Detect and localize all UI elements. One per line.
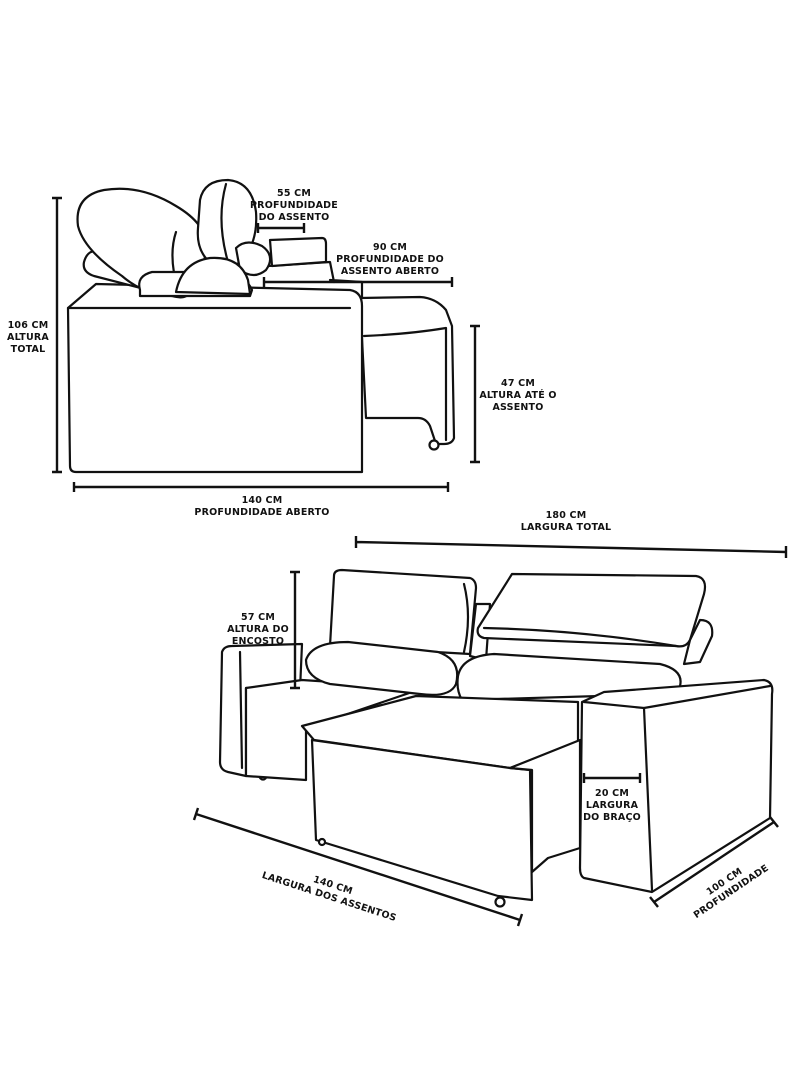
front-right-back-cushion-side [682,618,714,666]
side-seat-cushion-round [174,256,252,296]
front-right-arm [578,678,774,894]
label-prof-aberto-value: 140 CM [242,495,283,506]
side-back-cushion-small [234,241,272,277]
dim-line-profundidade-assento [256,223,306,233]
dim-line-profundidade-aberto [72,482,450,492]
label-largura-total-value: 180 CM [546,510,587,521]
side-footrest-fold [362,326,448,442]
label-prof-assento-aberto-value: 90 CM [373,242,407,253]
label-largura-assentos-group: 140 CM LARGURA DOS ASSENTOS [260,870,397,924]
label-prof-assento-aberto-line2: ASSENTO ABERTO [341,266,439,277]
label-altura-assento-line1: ALTURA ATÉ O [479,389,556,401]
label-largura-total-line1: LARGURA TOTAL [521,522,612,533]
front-left-back-cushion [328,568,478,656]
label-prof-assento-value: 55 CM [277,188,311,199]
dim-line-profundidade-assento-aberto [262,277,454,287]
front-footrest-wheel [494,896,506,908]
label-altura-assento-line2: ASSENTO [492,402,543,413]
side-view-drawing [66,178,456,474]
front-dimension-lines [192,536,788,927]
label-prof-aberto-line1: PROFUNDIDADE ABERTO [194,507,329,518]
dim-line-largura-braco [582,773,642,783]
dim-line-profundidade [649,816,779,908]
label-altura-total-line1: ALTURA [7,332,49,343]
dim-line-largura-assentos [192,807,524,927]
front-right-arm-front [642,706,654,892]
front-left-bolster [304,640,459,696]
side-footrest-wheel [428,439,440,451]
front-left-back-cushion-seam [462,582,470,654]
label-altura-assento-value: 47 CM [501,378,535,389]
label-largura-braco-line2: DO BRAÇO [583,812,641,823]
label-largura-braco-value: 20 CM [595,788,629,799]
label-altura-encosto-line1: ALTURA DO [227,624,289,635]
dim-line-altura-encosto [290,570,300,690]
dim-line-altura-assento [470,324,480,464]
side-dimension-lines [52,196,480,492]
label-prof-assento-line1: PROFUNDIDADE [250,200,338,211]
front-footrest-side [508,738,582,874]
front-right-bolster [456,652,682,702]
side-head-cushion-seam [220,182,230,264]
front-footrest-wheel-left [317,837,327,847]
side-footrest [358,295,456,446]
label-altura-encosto-value: 57 CM [241,612,275,623]
label-prof-assento-line2: DO ASSENTO [259,212,330,223]
front-right-back-cushion-seam [482,626,678,648]
front-left-arm-inner [238,650,244,770]
dim-line-altura-total [52,196,62,474]
label-largura-braco-line1: LARGURA [586,800,639,811]
front-right-back-cushion [476,572,707,648]
label-altura-total-value: 106 CM [8,320,49,331]
side-sofa-body [66,282,364,474]
label-altura-encosto-line2: ENCOSTO [232,636,284,647]
label-altura-total-line2: TOTAL [11,344,46,355]
dim-line-largura-total [354,536,788,558]
label-prof-assento-aberto-line1: PROFUNDIDADE DO [336,254,444,265]
front-view-drawing [218,568,774,908]
side-seat-block-upper [268,236,328,268]
